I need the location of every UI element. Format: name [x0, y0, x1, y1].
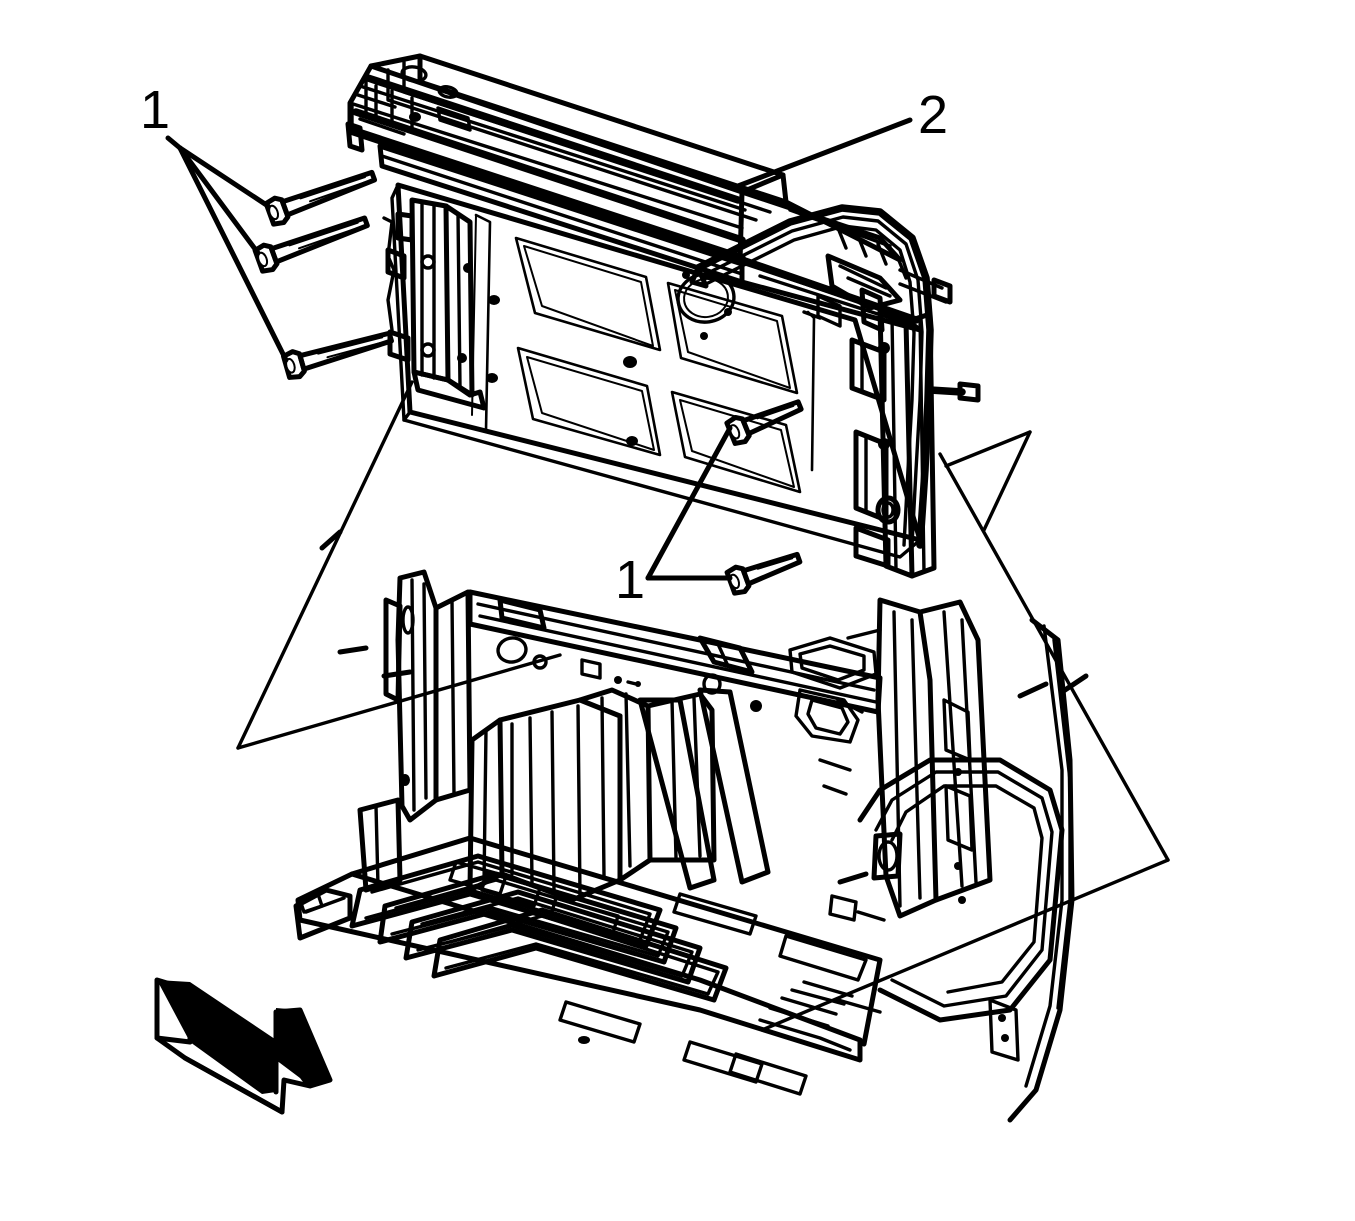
bolt — [281, 330, 394, 380]
callout-label-1-upper: 1 — [140, 80, 170, 140]
callout-label-2: 2 — [918, 85, 948, 145]
vehicle-body-structure — [293, 569, 1075, 1123]
bolt — [724, 551, 803, 596]
leader-line-callout-2 — [735, 117, 913, 189]
leader-line-callout-1-lower — [645, 425, 733, 581]
bolt — [724, 399, 804, 446]
right-vertical-post — [802, 253, 981, 579]
left-mounting-bracket — [382, 197, 487, 411]
callout-label-1-lower: 1 — [615, 550, 645, 610]
leader-line-group-right-upper — [944, 430, 1032, 532]
leader-line-group-right — [760, 452, 1170, 1032]
bolt — [252, 215, 370, 274]
bolt — [263, 169, 378, 227]
leader-line-group-left — [236, 380, 562, 750]
upper-rail-assembly — [345, 53, 923, 333]
direction-arrow — [154, 977, 333, 1115]
leader-line-callout-1-upper — [165, 135, 289, 363]
